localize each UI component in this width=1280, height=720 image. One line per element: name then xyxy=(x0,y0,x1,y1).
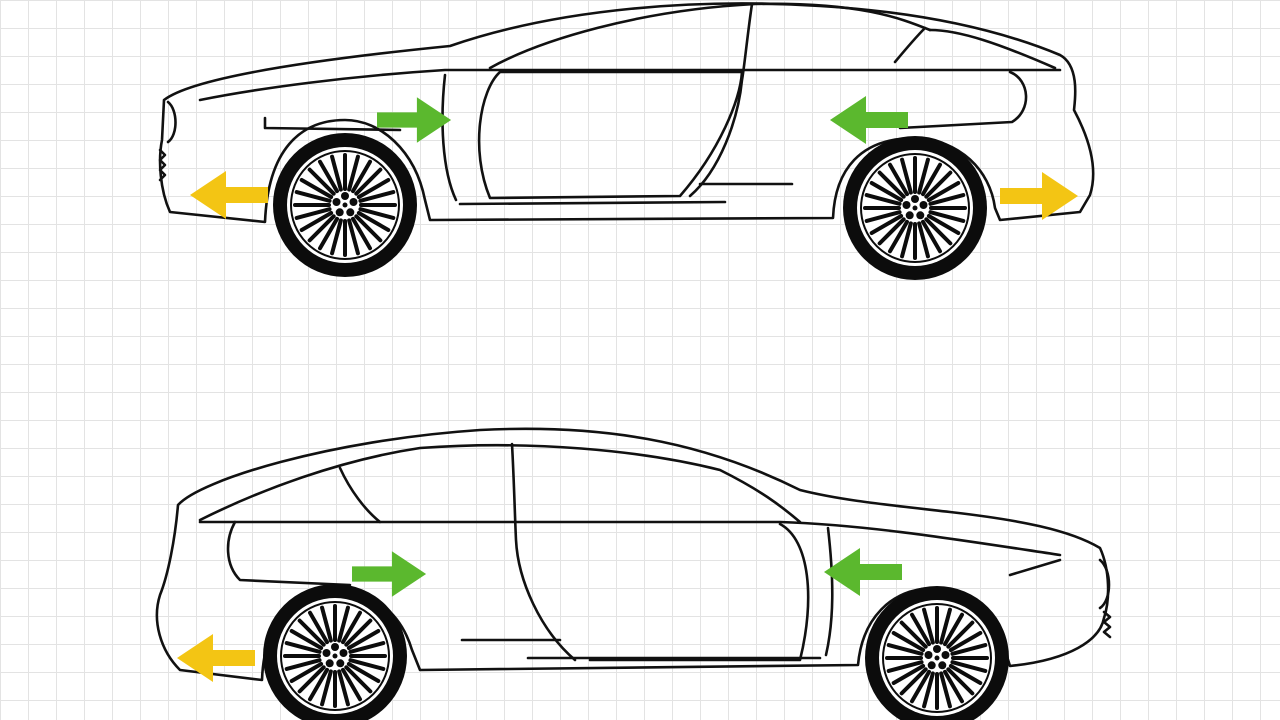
car-top-body xyxy=(158,2,1095,224)
yellow-arrow-left xyxy=(190,171,268,219)
wheel-rear xyxy=(261,582,409,720)
car-bottom-body xyxy=(155,427,1112,682)
car-bottom xyxy=(155,427,1112,720)
wheel-front xyxy=(271,131,419,279)
green-arrow-left xyxy=(824,548,902,596)
wheel-rear xyxy=(841,134,989,282)
car-top xyxy=(158,2,1095,282)
green-arrow-left xyxy=(830,96,908,144)
